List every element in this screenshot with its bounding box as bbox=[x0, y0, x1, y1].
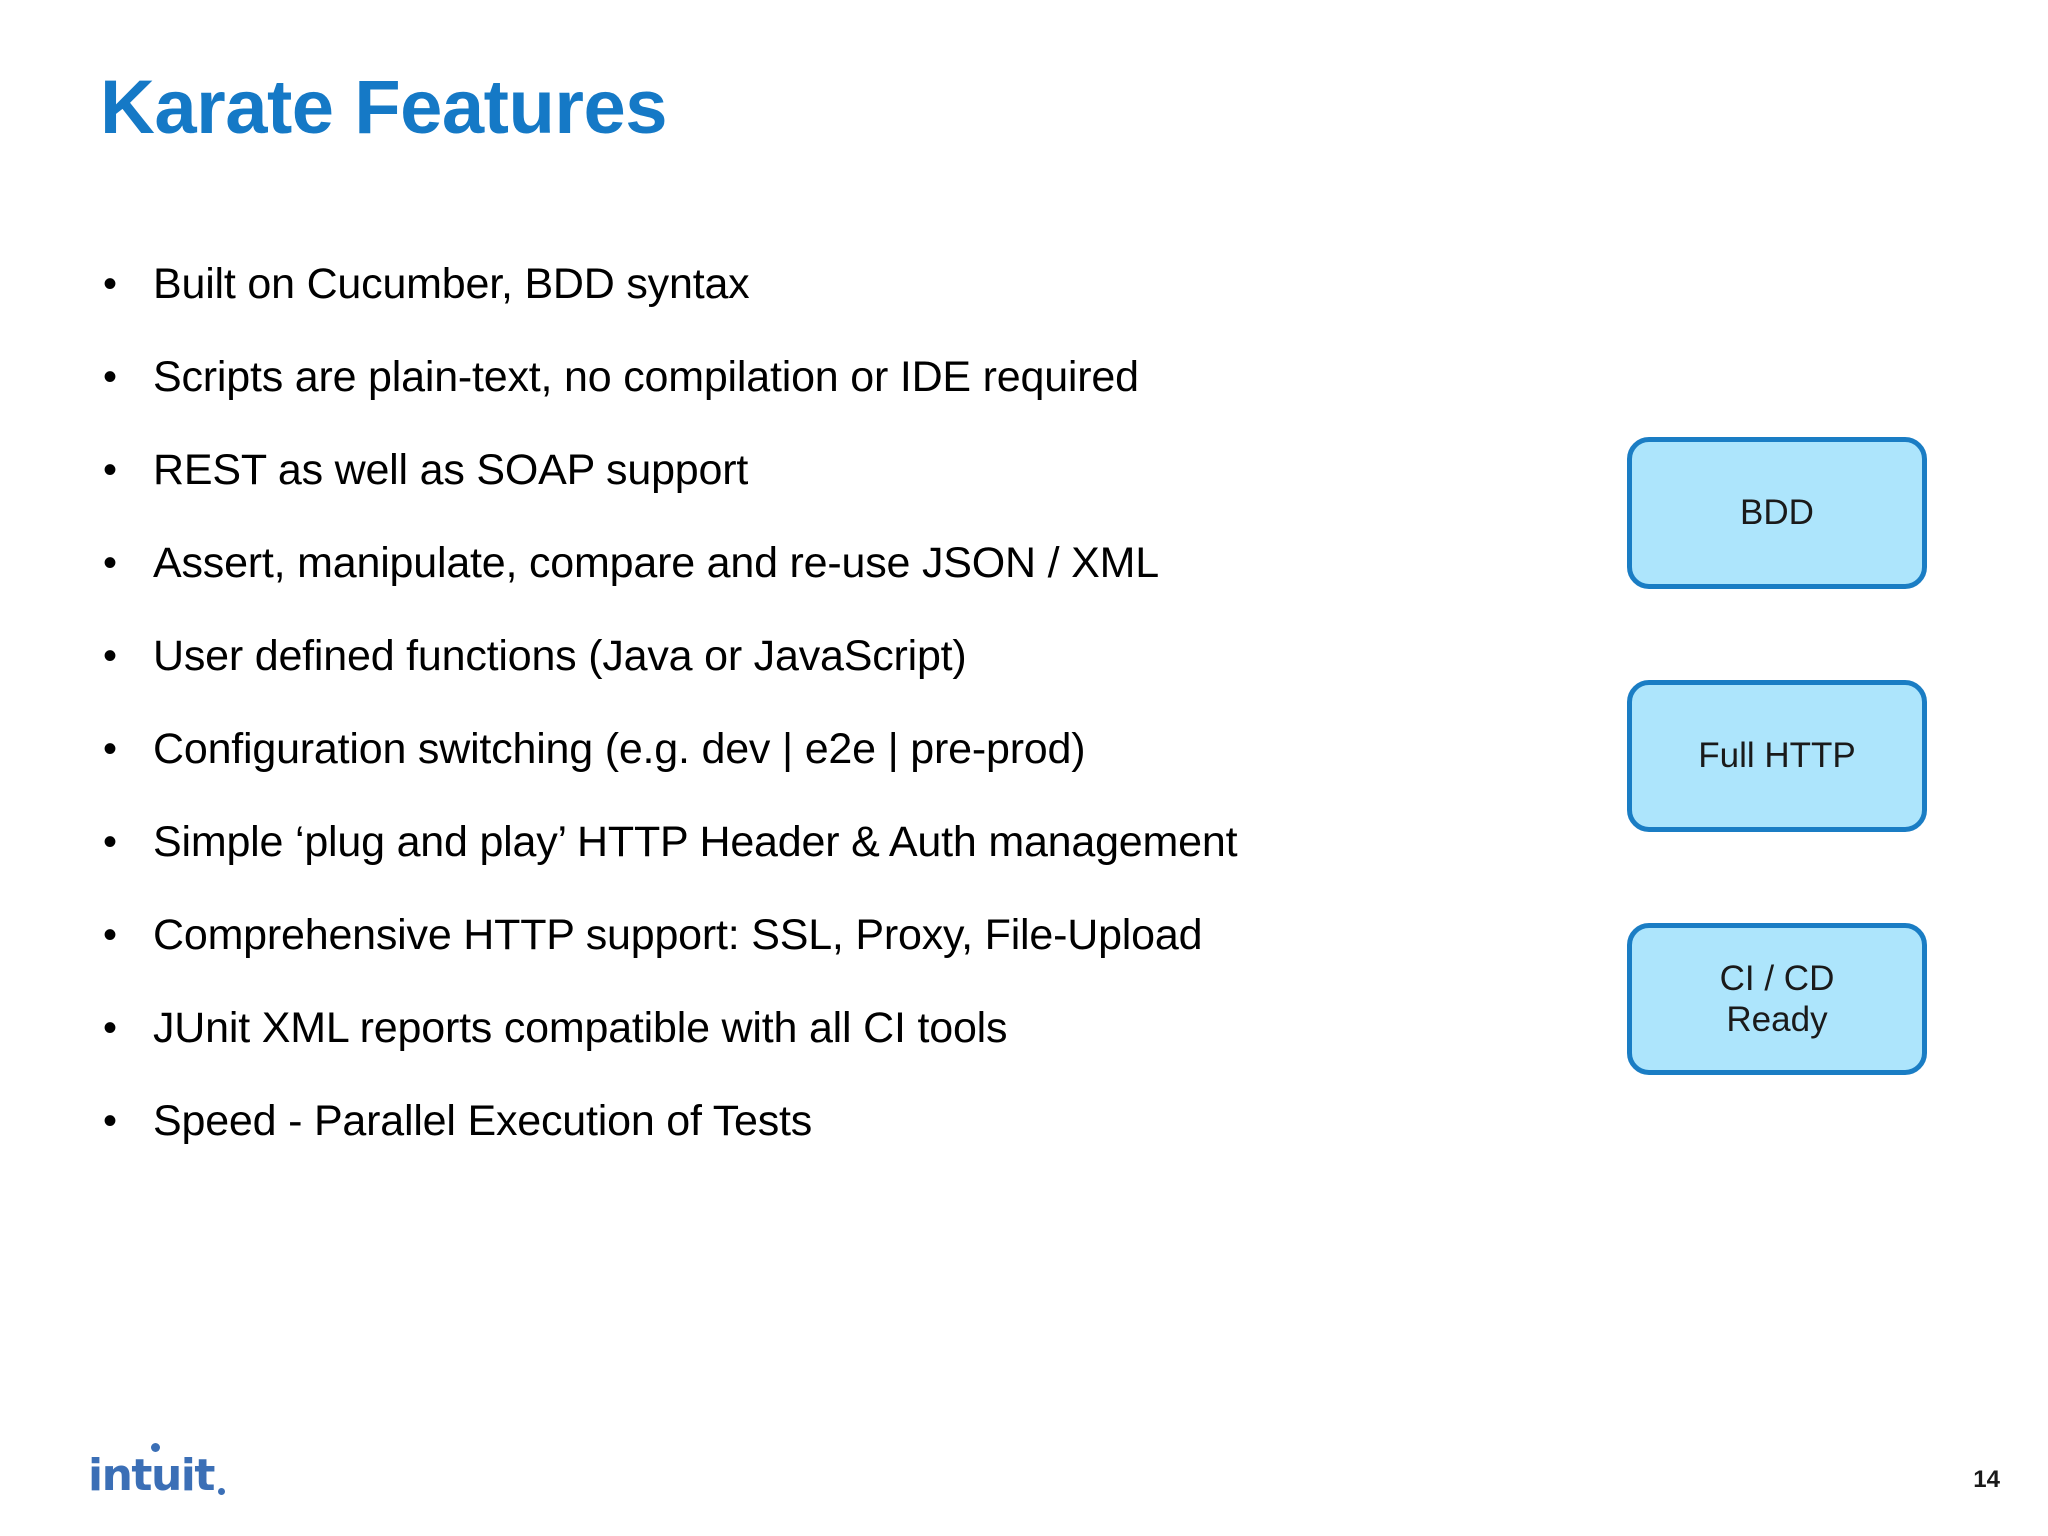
list-item-label: User defined functions (Java or JavaScri… bbox=[153, 632, 967, 680]
intuit-logo-dot-icon bbox=[151, 1443, 160, 1452]
intuit-logo: intuit bbox=[88, 1443, 225, 1501]
list-item: • User defined functions (Java or JavaSc… bbox=[95, 627, 1515, 720]
feature-box-full-http: Full HTTP bbox=[1627, 680, 1927, 832]
list-item: • Speed - Parallel Execution of Tests bbox=[95, 1092, 1515, 1185]
page-title: Karate Features bbox=[100, 65, 668, 150]
feature-box-ci-cd-ready: CI / CD Ready bbox=[1627, 923, 1927, 1075]
bullet-icon: • bbox=[103, 448, 118, 492]
list-item-label: REST as well as SOAP support bbox=[153, 446, 749, 494]
bullet-icon: • bbox=[103, 1006, 118, 1050]
bullet-icon: • bbox=[103, 634, 118, 678]
intuit-logo-trademark-dot-icon bbox=[217, 1488, 225, 1495]
feature-box-bdd: BDD bbox=[1627, 437, 1927, 589]
list-item: • Scripts are plain-text, no compilation… bbox=[95, 348, 1515, 441]
bullet-icon: • bbox=[103, 820, 118, 864]
list-item-label: Simple ‘plug and play’ HTTP Header & Aut… bbox=[153, 818, 1238, 866]
bullet-icon: • bbox=[103, 1099, 118, 1143]
list-item: • JUnit XML reports compatible with all … bbox=[95, 999, 1515, 1092]
feature-badge-column: BDD Full HTTP CI / CD Ready bbox=[1627, 437, 1927, 1075]
feature-box-ci-cd-ready-label: CI / CD Ready bbox=[1720, 958, 1835, 1041]
feature-box-ci-cd-line2: Ready bbox=[1726, 1000, 1828, 1039]
bullet-icon: • bbox=[103, 355, 118, 399]
list-item: • Built on Cucumber, BDD syntax bbox=[95, 255, 1515, 348]
list-item: • Assert, manipulate, compare and re-use… bbox=[95, 534, 1515, 627]
features-bullet-list: • Built on Cucumber, BDD syntax • Script… bbox=[95, 255, 1515, 1185]
list-item-label: Scripts are plain-text, no compilation o… bbox=[153, 353, 1139, 401]
bullet-icon: • bbox=[103, 913, 118, 957]
list-item-label: Configuration switching (e.g. dev | e2e … bbox=[153, 725, 1086, 773]
list-item: • Comprehensive HTTP support: SSL, Proxy… bbox=[95, 906, 1515, 999]
bullet-icon: • bbox=[103, 727, 118, 771]
list-item-label: Speed - Parallel Execution of Tests bbox=[153, 1097, 813, 1145]
list-item-label: Assert, manipulate, compare and re-use J… bbox=[153, 539, 1159, 587]
list-item: • Configuration switching (e.g. dev | e2… bbox=[95, 720, 1515, 813]
feature-box-ci-cd-line1: CI / CD bbox=[1719, 958, 1835, 998]
feature-box-bdd-label: BDD bbox=[1740, 493, 1814, 533]
list-item: • REST as well as SOAP support bbox=[95, 441, 1515, 534]
list-item-label: Built on Cucumber, BDD syntax bbox=[153, 260, 750, 308]
list-item: • Simple ‘plug and play’ HTTP Header & A… bbox=[95, 813, 1515, 906]
page-number: 14 bbox=[1973, 1466, 2000, 1493]
list-item-label: JUnit XML reports compatible with all CI… bbox=[153, 1004, 1008, 1052]
bullet-icon: • bbox=[103, 541, 118, 585]
list-item-label: Comprehensive HTTP support: SSL, Proxy, … bbox=[153, 911, 1203, 959]
feature-box-full-http-label: Full HTTP bbox=[1698, 736, 1856, 776]
bullet-icon: • bbox=[103, 262, 118, 306]
intuit-logo-wordmark: intuit bbox=[88, 1450, 215, 1501]
